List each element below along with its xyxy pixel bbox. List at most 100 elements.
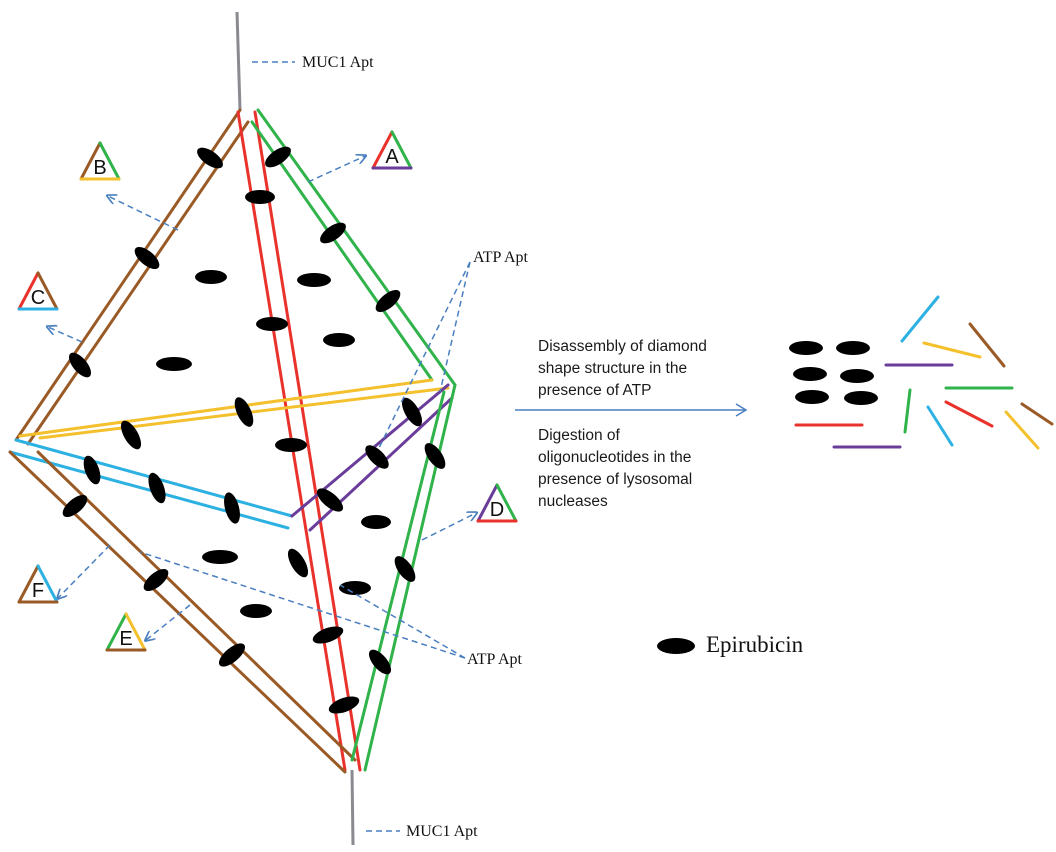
legend-epirubicin-symbol [657,638,695,654]
epirubicin-molecule [275,438,307,452]
triangle-b-label: B [93,157,106,179]
triangle-e-label: E [119,628,132,650]
released-epirubicin-molecule [789,341,823,355]
triangle-f-left-edge [17,564,40,604]
atp-top-leader-a [377,261,471,451]
triangle-a: A [371,130,413,170]
epirubicin-molecule [312,626,344,644]
triangle-e-right-edge [124,612,147,652]
fragment-yellow-angled [1004,410,1040,450]
epirubicin-molecules [62,146,446,714]
epirubicin-molecule [120,420,142,450]
arrow-to-triangle-a [307,156,365,183]
epirubicin-molecule [245,190,275,204]
disassembly-note-line-2: shape structure in the [538,360,687,377]
muc1-aptamer-bottom-strand [350,769,355,846]
epirubicin-molecule [394,556,416,582]
epirubicin-molecule [328,696,360,714]
atp-aptamer-top-label: ATP Apt [473,249,529,266]
triangle-b-left-edge [79,141,102,181]
arrow-to-triangle-c [48,327,83,343]
disassembly-note-line-3: presence of ATP [538,382,651,399]
fragment-red-angled [944,400,994,428]
muc1-aptamer-top-label: MUC1 Apt [302,54,374,71]
arrow-to-triangle-d [421,513,476,541]
epirubicin-molecule [323,333,355,347]
triangle-a-label: A [385,146,399,168]
epirubicin-molecule [316,488,344,512]
process-arrowhead [735,403,748,417]
digestion-note-line-1: Digestion of [538,427,621,444]
atp-top-leader-b [439,261,471,393]
atp-bottom-leader-a [339,584,466,659]
released-epirubicin-molecule [836,341,870,355]
edge-green-upper-inner [250,120,434,382]
epirubicin-molecule [68,352,92,378]
epirubicin-molecule [62,494,88,518]
epirubicin-molecule [156,357,192,371]
triangle-d-left-edge [476,483,499,523]
epirubicin-molecule [365,445,389,469]
edge-brown-upper-outer [14,108,242,442]
disassembly-note-line-1: Disassembly of diamond [538,338,707,355]
muc1-aptamer-top-strand [235,11,242,111]
epirubicin-molecule [256,317,288,331]
epirubicin-molecule [375,289,401,313]
epirubicin-molecule [148,472,166,504]
epirubicin-molecule [339,581,371,595]
edge-brown-lower-outer [8,450,347,774]
epirubicin-molecule [218,643,246,667]
epirubicin-molecule [234,397,254,427]
fragment-blue-angled [926,405,954,447]
fragment-yellow [922,341,982,359]
process-description: Disassembly of diamond shape structure i… [515,338,748,510]
digestion-note-line-4: nucleases [538,493,608,510]
epirubicin-molecule [134,246,160,270]
epirubicin-molecule [240,604,272,618]
triangle-f-label: F [32,580,44,602]
muc1-aptamer-bottom-label: MUC1 Apt [406,823,478,840]
epirubicin-molecule [83,455,101,485]
released-epirubicin-molecule [793,367,827,381]
epirubicin-molecule [195,270,227,284]
leader-lines [48,61,476,832]
arrow-to-triangle-b [108,196,179,231]
epirubicin-molecule [143,568,169,592]
released-epirubicin-molecule [795,390,829,404]
triangle-c-left-edge [17,271,40,311]
strand-triangles: A B C D E F [17,130,518,652]
epirubicin-molecule [297,273,331,287]
epirubicin-molecule [320,222,346,244]
released-epirubicin-molecule [844,391,878,405]
triangle-a-left-edge [371,130,394,170]
epirubicin-molecule [202,550,238,564]
edge-red-center-right [253,110,362,772]
edge-blue-bottom [8,450,290,530]
epirubicin-molecule [368,649,392,675]
triangle-c-right-edge [36,271,59,311]
atp-bottom-leader-b [139,551,466,659]
triangle-f: F [17,564,59,604]
edge-green-upper-outer [256,108,457,387]
triangle-d: D [476,483,518,523]
triangle-d-right-edge [495,483,518,523]
released-epirubicin-molecule [840,369,874,383]
triangle-c: C [17,271,59,311]
triangle-b: B [79,141,121,181]
epirubicin-molecule [401,397,423,427]
fragment-blue [900,295,940,343]
epirubicin-molecule [361,515,391,529]
triangle-c-label: C [31,287,45,309]
fragment-green-vertical [903,388,912,434]
legend: Epirubicin [657,632,804,657]
digestion-note-line-2: oligonucleotides in the [538,449,691,466]
arrow-to-triangle-f [58,544,111,598]
edge-brown-lower-inner [36,450,357,762]
released-epirubicin [789,341,878,405]
digestion-note-line-3: presence of lysosomal [538,471,692,488]
triangle-f-right-edge [36,564,59,604]
legend-epirubicin-label: Epirubicin [706,632,804,657]
edge-brown-upper-inner [26,120,250,446]
